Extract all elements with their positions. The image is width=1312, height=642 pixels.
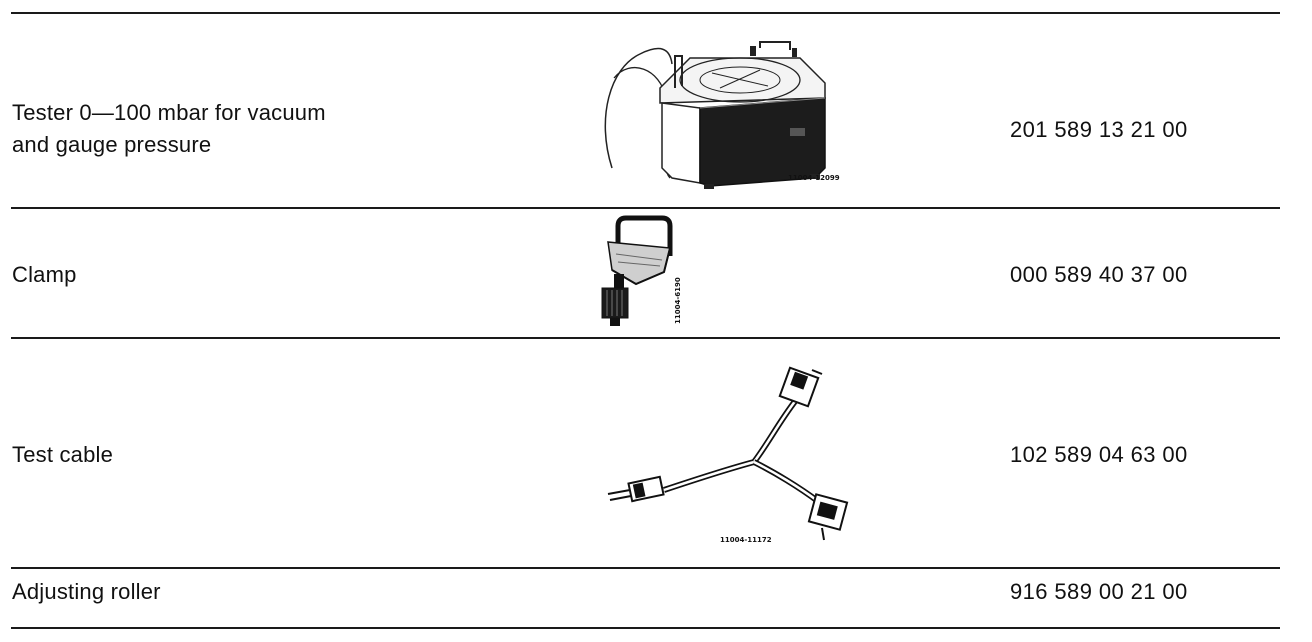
part-number: 916 589 00 21 00 — [1010, 579, 1188, 604]
description-line: Tester 0—100 mbar for vacuum — [12, 100, 326, 125]
figure-label: 11004-6190 — [674, 277, 682, 324]
part-number: 201 589 13 21 00 — [1010, 117, 1188, 142]
table-rule-bottom — [11, 627, 1280, 629]
clamp-icon: 11004-6190 — [596, 214, 691, 329]
item-description: Tester 0—100 mbar for vacuum and gauge p… — [12, 97, 326, 161]
part-number: 000 589 40 37 00 — [1010, 262, 1188, 287]
test-cable-icon: 11004-11172 — [604, 362, 849, 547]
item-description: Test cable — [12, 439, 113, 471]
figure-label: 11004-11172 — [720, 536, 772, 544]
table-rule-2 — [11, 337, 1280, 339]
table-rule-top — [11, 12, 1280, 14]
description-line: Test cable — [12, 442, 114, 467]
part-number: 102 589 04 63 00 — [1010, 442, 1188, 467]
description-line: Clamp — [12, 262, 77, 287]
table-rule-1 — [11, 207, 1280, 209]
description-line: and gauge pressure — [12, 132, 212, 157]
item-description: Clamp — [12, 259, 77, 291]
figure-label: 11004-12099 — [788, 174, 840, 182]
description-line: Adjusting roller — [12, 579, 161, 604]
item-description: Adjusting roller — [12, 576, 161, 608]
pressure-tester-icon: 11004-12099 — [600, 28, 870, 193]
table-rule-3 — [11, 567, 1280, 569]
